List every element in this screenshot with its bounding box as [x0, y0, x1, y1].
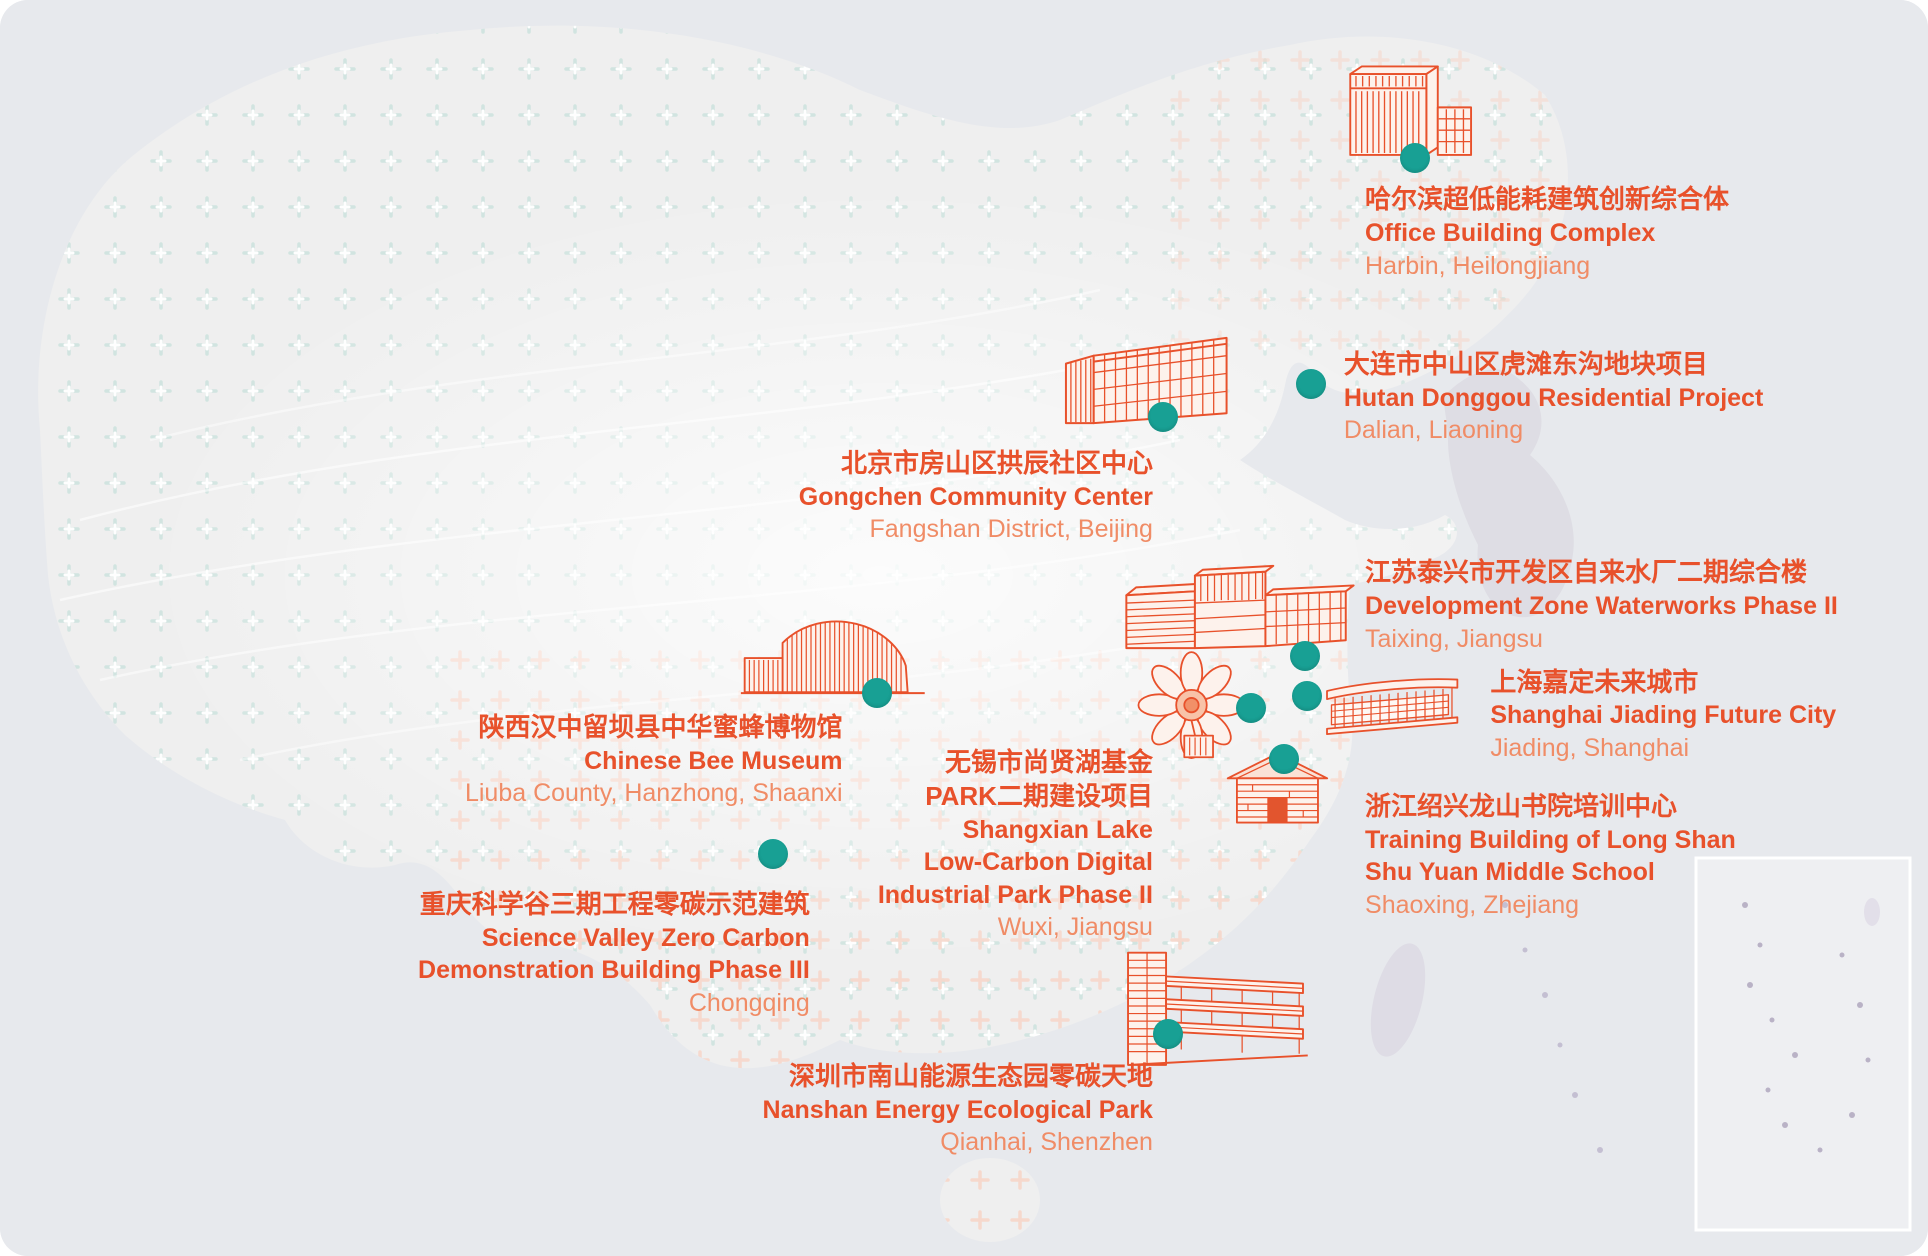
- map-marker-bee-museum[interactable]: [862, 678, 893, 709]
- project-label-taixing: 江苏泰兴市开发区自来水厂二期综合楼 Development Zone Water…: [1365, 556, 1838, 655]
- building-illustration-shanghai: [1317, 668, 1467, 753]
- project-location: Fangshan District, Beijing: [869, 515, 1153, 544]
- offshore-islands: [1502, 902, 1603, 1153]
- project-title-en: Science Valley Zero Carbon Demonstration…: [418, 923, 810, 985]
- project-location: Wuxi, Jiangsu: [997, 913, 1153, 942]
- project-label-shanghai: 上海嘉定未来城市 Shanghai Jiading Future City Ji…: [1490, 666, 1836, 765]
- project-title-en: Chinese Bee Museum: [584, 746, 843, 775]
- project-title-en: Shangxian Lake Low-Carbon Digital Indust…: [877, 815, 1153, 909]
- map-marker-beijing[interactable]: [1147, 401, 1178, 432]
- south-china-sea-inset: [1694, 856, 1912, 1232]
- project-title-en: Gongchen Community Center: [798, 482, 1153, 511]
- map-marker-taixing[interactable]: [1290, 640, 1321, 671]
- project-location: Qianhai, Shenzhen: [940, 1128, 1153, 1157]
- building-illustration-wuxi: [1097, 651, 1286, 770]
- project-location: Liuba County, Hanzhong, Shaanxi: [464, 779, 843, 808]
- project-title-zh: 重庆科学谷三期工程零碳示范建筑: [419, 888, 810, 919]
- project-title-zh: 大连市中山区虎滩东沟地块项目: [1343, 348, 1708, 379]
- project-location: Taixing, Jiangsu: [1365, 624, 1543, 653]
- map-marker-wuxi[interactable]: [1236, 693, 1267, 724]
- project-location: Shaoxing, Zhejiang: [1365, 890, 1580, 919]
- project-label-dalian: 大连市中山区虎滩东沟地块项目 Hutan Donggou Residential…: [1344, 348, 1763, 447]
- project-title-zh: 陕西汉中留坝县中华蜜蜂博物馆: [478, 711, 843, 742]
- map-marker-harbin[interactable]: [1400, 143, 1431, 174]
- project-location: Jiading, Shanghai: [1490, 733, 1690, 762]
- project-label-harbin: 哈尔滨超低能耗建筑创新综合体 Office Building Complex H…: [1365, 183, 1729, 282]
- project-title-en: Hutan Donggou Residential Project: [1343, 383, 1764, 412]
- project-label-wuxi: 无锡市尚贤湖基金 PARK二期建设项目 Shangxian Lake Low-C…: [878, 746, 1153, 944]
- map-marker-dalian[interactable]: [1296, 369, 1327, 400]
- project-title-zh: 无锡市尚贤湖基金 PARK二期建设项目: [925, 747, 1153, 811]
- map-marker-shenzhen[interactable]: [1153, 1018, 1184, 1049]
- project-label-bee-museum: 陕西汉中留坝县中华蜜蜂博物馆 Chinese Bee Museum Liuba …: [465, 711, 843, 810]
- hainan-texture: [940, 1158, 1040, 1242]
- project-location: Chongqing: [688, 988, 810, 1017]
- project-title-zh: 浙江绍兴龙山书院培训中心: [1365, 791, 1678, 822]
- project-title-en: Office Building Complex: [1365, 219, 1656, 248]
- taiwan-island: [1370, 943, 1426, 1057]
- project-location: Harbin, Heilongjiang: [1365, 251, 1591, 280]
- project-label-beijing: 北京市房山区拱辰社区中心 Gongchen Community Center F…: [799, 447, 1153, 546]
- project-label-shaoxing: 浙江绍兴龙山书院培训中心 Training Building of Long S…: [1365, 790, 1736, 921]
- project-label-chongqing: 重庆科学谷三期工程零碳示范建筑 Science Valley Zero Carb…: [418, 888, 810, 1019]
- map-marker-shanghai[interactable]: [1292, 680, 1323, 711]
- building-illustration-bee-museum: [733, 605, 935, 709]
- project-title-zh: 北京市房山区拱辰社区中心: [840, 448, 1153, 479]
- project-title-zh: 江苏泰兴市开发区自来水厂二期综合楼: [1365, 557, 1808, 588]
- building-illustration-harbin: [1336, 58, 1479, 171]
- building-illustration-shenzhen: [1109, 947, 1321, 1080]
- building-illustration-taixing: [1118, 558, 1359, 656]
- project-label-shenzhen: 深圳市南山能源生态园零碳天地 Nanshan Energy Ecological…: [763, 1060, 1153, 1159]
- project-title-zh: 上海嘉定未来城市: [1490, 666, 1699, 697]
- map-marker-chongqing[interactable]: [758, 839, 789, 870]
- project-title-en: Nanshan Energy Ecological Park: [762, 1095, 1153, 1124]
- project-title-zh: 哈尔滨超低能耗建筑创新综合体: [1365, 184, 1730, 215]
- project-location: Dalian, Liaoning: [1343, 416, 1524, 445]
- project-title-zh: 深圳市南山能源生态园零碳天地: [788, 1061, 1153, 1092]
- project-title-en: Training Building of Long Shan Shu Yuan …: [1365, 825, 1736, 887]
- korea-peninsula: [1444, 369, 1574, 618]
- project-title-en: Shanghai Jiading Future City: [1490, 701, 1837, 730]
- project-title-en: Development Zone Waterworks Phase II: [1365, 592, 1838, 621]
- map-marker-shaoxing[interactable]: [1269, 743, 1300, 774]
